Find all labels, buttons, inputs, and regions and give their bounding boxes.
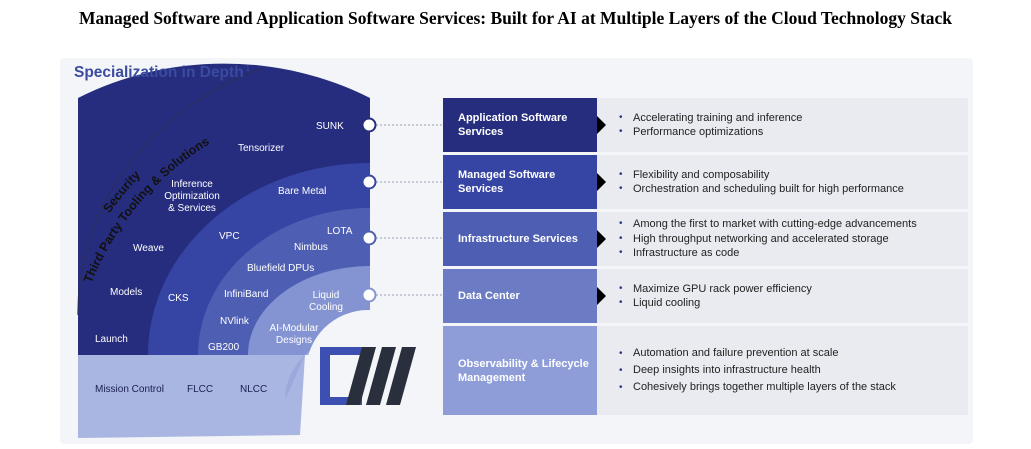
- service-row-datacenter: Data Center Maximize GPU rack power effi…: [443, 269, 968, 323]
- section-heading-footnote: 1: [245, 64, 251, 73]
- item-vpc: VPC: [219, 231, 240, 242]
- service-bullets-observability: Automation and failure prevention at sca…: [619, 326, 896, 415]
- bullet: Infrastructure as code: [619, 246, 917, 261]
- service-label-datacenter: Data Center: [443, 269, 597, 323]
- item-weave: Weave: [133, 243, 164, 254]
- node-circle-3: [361, 230, 377, 246]
- bullet: Automation and failure prevention at sca…: [619, 345, 896, 362]
- arrow-icon: [597, 116, 606, 134]
- bullet: Liquid cooling: [619, 296, 812, 311]
- item-sunk: SUNK: [316, 121, 344, 132]
- bullet: Performance optimizations: [619, 125, 802, 140]
- bullet: High throughput networking and accelerat…: [619, 232, 917, 247]
- service-row-managed: Managed Software Services Flexibility an…: [443, 155, 968, 209]
- node-circle-4: [361, 287, 377, 303]
- item-tensorizer: Tensorizer: [238, 143, 285, 154]
- item-nimbus: Nimbus: [294, 242, 328, 253]
- bullet: Orchestration and scheduling built for h…: [619, 182, 904, 197]
- service-row-infrastructure: Infrastructure Services Among the first …: [443, 212, 968, 266]
- item-launch: Launch: [95, 334, 128, 345]
- arrow-icon: [597, 173, 606, 191]
- service-row-observability: Observability & Lifecycle Management Aut…: [443, 326, 968, 415]
- section-heading-text: Specialization in Depth: [74, 64, 244, 82]
- node-circle-1: [361, 117, 377, 133]
- bullet: Among the first to market with cutting-e…: [619, 217, 917, 232]
- item-nvlink: NVlink: [220, 316, 250, 327]
- arrow-icon: [597, 287, 606, 305]
- service-bullets-datacenter: Maximize GPU rack power efficiency Liqui…: [619, 269, 812, 323]
- arrow-icon: [597, 230, 606, 248]
- service-label-managed: Managed Software Services: [443, 155, 597, 209]
- bullet: Accelerating training and inference: [619, 111, 802, 126]
- item-models: Models: [110, 287, 142, 298]
- item-bluefield: Bluefield DPUs: [247, 263, 314, 274]
- service-label-observability: Observability & Lifecycle Management: [443, 326, 597, 415]
- item-bare-metal: Bare Metal: [278, 186, 326, 197]
- item-cks: CKS: [168, 293, 189, 304]
- service-bullets-application: Accelerating training and inference Perf…: [619, 98, 802, 152]
- base-layer-band: [78, 355, 305, 438]
- service-bullets-infrastructure: Among the first to market with cutting-e…: [619, 212, 917, 266]
- item-nlcc: NLCC: [240, 384, 267, 395]
- page-title: Managed Software and Application Softwar…: [78, 8, 953, 28]
- item-infiniband: InfiniBand: [224, 289, 268, 300]
- service-bullets-managed: Flexibility and composability Orchestrat…: [619, 155, 904, 209]
- item-gb200: GB200: [208, 342, 240, 353]
- service-label-application: Application Software Services: [443, 98, 597, 152]
- service-label-infrastructure: Infrastructure Services: [443, 212, 597, 266]
- bullet: Flexibility and composability: [619, 168, 904, 183]
- coreweave-logo: [320, 347, 416, 405]
- bullet: Deep insights into infrastructure health: [619, 362, 896, 379]
- item-mission-control: Mission Control: [95, 384, 164, 395]
- node-circle-2: [361, 174, 377, 190]
- item-lota: LOTA: [327, 226, 353, 237]
- item-flcc: FLCC: [187, 384, 213, 395]
- bullet: Maximize GPU rack power efficiency: [619, 282, 812, 297]
- outer-arc-line: [77, 67, 263, 316]
- bullet: Cohesively brings together multiple laye…: [619, 379, 896, 396]
- service-row-application: Application Software Services Accelerati…: [443, 98, 968, 152]
